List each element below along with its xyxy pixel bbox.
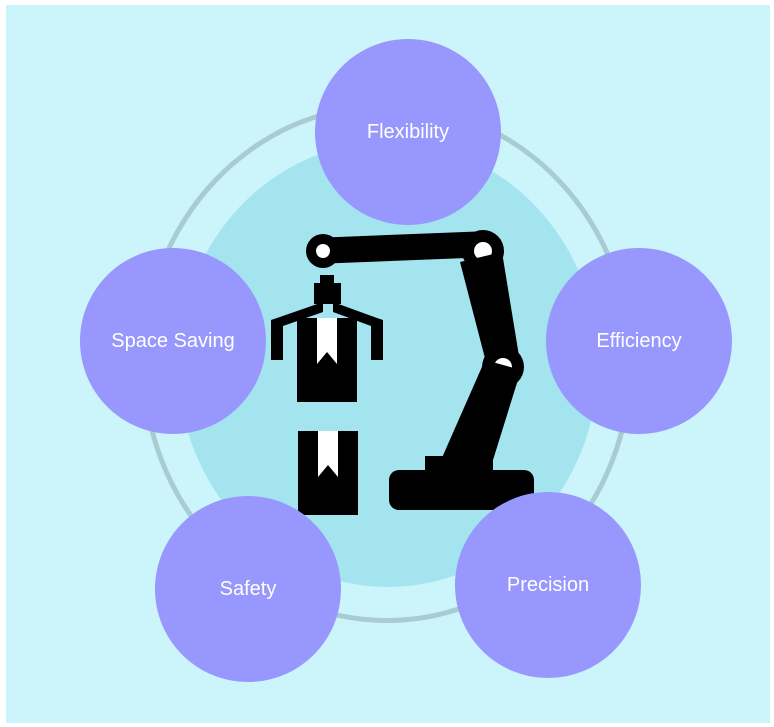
robotic-arm-icon (265, 220, 535, 515)
node-flexibility-label: Flexibility (366, 120, 450, 143)
node-precision-label: Precision (506, 573, 590, 596)
node-space-saving: Space Saving (80, 248, 266, 434)
node-efficiency-label: Efficiency (596, 329, 682, 352)
node-space-saving-label: Space Saving (111, 329, 235, 352)
node-safety: Safety (155, 496, 341, 682)
node-precision: Precision (455, 492, 641, 678)
node-safety-label: Safety (219, 577, 277, 600)
node-flexibility: Flexibility (315, 39, 501, 225)
node-efficiency: Efficiency (546, 248, 732, 434)
